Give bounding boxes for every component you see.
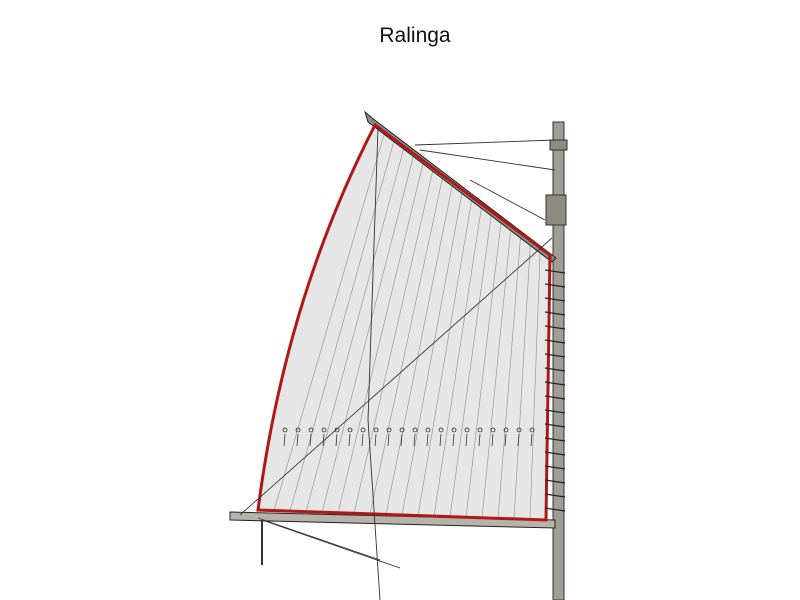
bolt-rope [256, 122, 552, 522]
reef-point [412, 427, 418, 447]
mast-hoop [544, 493, 566, 498]
reef-point [516, 427, 522, 447]
reef-point [503, 427, 509, 447]
sail-seam [385, 182, 454, 515]
reef-point [490, 427, 496, 447]
sail-cloth [258, 125, 550, 520]
mast-hoop [544, 367, 566, 372]
mast-hoop [544, 297, 566, 302]
sail-seam [369, 175, 444, 514]
reef-point [334, 427, 340, 447]
reef-point [282, 427, 288, 447]
sail-seam [529, 247, 541, 520]
reef-point [529, 427, 535, 447]
rigging-lines [239, 127, 556, 600]
reef-point [360, 427, 366, 447]
reef-point [399, 427, 405, 447]
mast-hoop [544, 409, 566, 414]
reef-point [425, 427, 431, 447]
sail-seam [289, 139, 395, 512]
reef-point [477, 427, 483, 447]
sail-seam [321, 153, 415, 513]
mast-hoop [544, 395, 566, 400]
diagram-title: Ralinga [379, 24, 451, 47]
sail-seams [273, 132, 541, 520]
sail-seam [273, 132, 386, 511]
mast-hoop [544, 437, 566, 442]
reef-point [321, 427, 327, 447]
sail-seam [497, 233, 522, 519]
reef-points [282, 427, 535, 447]
mast-hoop [544, 311, 566, 316]
reef-point [347, 427, 353, 447]
mast-hoop [544, 451, 566, 456]
sail-seam [401, 189, 463, 516]
sail-seam [481, 226, 512, 518]
mast-hoop [544, 479, 566, 484]
mast-hoop [544, 325, 566, 330]
sail-seam [433, 204, 483, 517]
mast-hoop [544, 381, 566, 386]
mast-hoop [544, 283, 566, 288]
reef-point [438, 427, 444, 447]
mast-hoop [544, 465, 566, 470]
mast-hoop [544, 353, 566, 358]
reef-point [386, 427, 392, 447]
mast [545, 121, 568, 600]
reef-point [295, 427, 301, 447]
mast-hoop [544, 269, 566, 274]
sail-seam [465, 218, 502, 518]
reef-point [308, 427, 314, 447]
sail-seam [353, 168, 434, 514]
reef-point [464, 427, 470, 447]
sail-seam [305, 146, 405, 512]
reef-point [373, 427, 379, 447]
sail-seam [417, 197, 473, 516]
mast-hoop [544, 339, 566, 344]
sail-seam [337, 161, 424, 513]
mast-hoop [544, 507, 566, 512]
sail-seam [513, 240, 531, 519]
reef-point [451, 427, 457, 447]
mast-hoops [544, 269, 566, 512]
sail-seam [449, 211, 493, 517]
mast-hoop [544, 423, 566, 428]
